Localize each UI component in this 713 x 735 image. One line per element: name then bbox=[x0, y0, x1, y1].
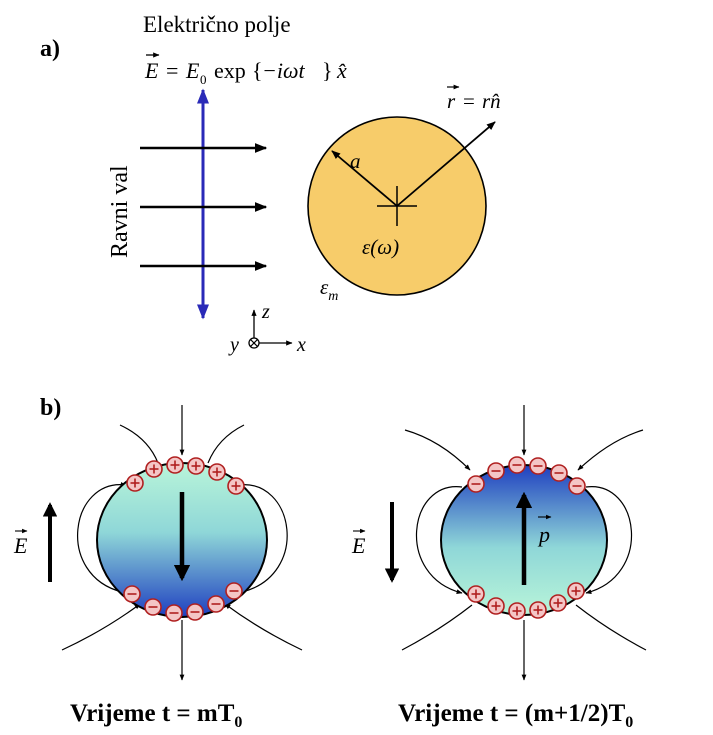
r-vector-equals: = bbox=[463, 89, 475, 113]
equation-equals: = bbox=[166, 58, 178, 83]
negative-charge bbox=[487, 462, 505, 480]
positive-charge bbox=[145, 460, 163, 478]
equation-e-symbol: E bbox=[144, 58, 159, 83]
negative-charge bbox=[225, 582, 243, 600]
negative-charge bbox=[207, 595, 225, 613]
equation-brace-close: } bbox=[322, 58, 333, 83]
field-lines-left bbox=[61, 405, 303, 681]
caption-right: Vrijeme t = (m+1/2)T0 bbox=[398, 700, 633, 731]
negative-charge bbox=[144, 598, 162, 616]
radius-arrow bbox=[331, 150, 398, 207]
equation-x-hat: x̂ bbox=[336, 58, 347, 83]
equation-exp: exp bbox=[214, 58, 246, 83]
field-title: Električno polje bbox=[143, 12, 291, 37]
panel-a: a) Električno polje E = E 0 exp { −iωt }… bbox=[40, 12, 501, 356]
positive-charge bbox=[549, 594, 567, 612]
z-axis-label: z bbox=[261, 301, 270, 323]
panel-a-label: a) bbox=[40, 36, 60, 62]
field-equation: E = E 0 exp { −iωt } x̂ bbox=[144, 52, 347, 87]
negative-charge bbox=[508, 456, 526, 474]
caption-left: Vrijeme t = mT0 bbox=[70, 700, 242, 731]
field-label-right: E bbox=[351, 533, 366, 558]
r-vector-rhs: rn̂ bbox=[482, 89, 501, 113]
positive-charge bbox=[467, 585, 485, 603]
sphere-permittivity: ε(ω) bbox=[362, 235, 399, 259]
negative-charge bbox=[186, 603, 204, 621]
positive-charge bbox=[487, 597, 505, 615]
positive-charge bbox=[529, 601, 547, 619]
sphere-state-right: p E bbox=[351, 405, 647, 681]
equation-brace-open: { bbox=[252, 58, 263, 83]
field-lines-right bbox=[401, 405, 647, 681]
positive-charge bbox=[126, 474, 144, 492]
positive-charge bbox=[227, 477, 245, 495]
positive-charge bbox=[508, 602, 526, 620]
radius-label: a bbox=[350, 149, 361, 173]
equation-e0: E bbox=[185, 58, 200, 83]
panel-b: b) bbox=[13, 395, 647, 731]
positive-charge bbox=[567, 582, 585, 600]
plane-wave-label: Ravni val bbox=[107, 165, 133, 258]
equation-argument: −iωt bbox=[262, 58, 305, 83]
negative-charge bbox=[165, 604, 183, 622]
x-axis-label: x bbox=[296, 334, 306, 356]
position-vector-label: r = rn̂ bbox=[447, 84, 501, 113]
r-vector-symbol: r bbox=[447, 89, 456, 113]
positive-charge bbox=[187, 457, 205, 475]
position-vector-arrow bbox=[396, 121, 496, 207]
positive-charge bbox=[166, 456, 184, 474]
dipole-label: p bbox=[537, 522, 550, 547]
negative-charge bbox=[568, 477, 586, 495]
positive-charge bbox=[208, 463, 226, 481]
equation-e0-subscript: 0 bbox=[200, 72, 207, 87]
panel-b-label: b) bbox=[40, 395, 61, 421]
negative-charge bbox=[550, 464, 568, 482]
y-axis-label: y bbox=[228, 334, 239, 356]
coordinate-axes: z y x bbox=[228, 301, 306, 356]
negative-charge bbox=[529, 457, 547, 475]
medium-permittivity: εm bbox=[320, 275, 338, 304]
negative-charge bbox=[467, 475, 485, 493]
sphere-state-left: E bbox=[13, 405, 303, 681]
negative-charge bbox=[123, 585, 141, 603]
field-label-left: E bbox=[13, 533, 28, 558]
y-axis-cross bbox=[250, 339, 258, 347]
